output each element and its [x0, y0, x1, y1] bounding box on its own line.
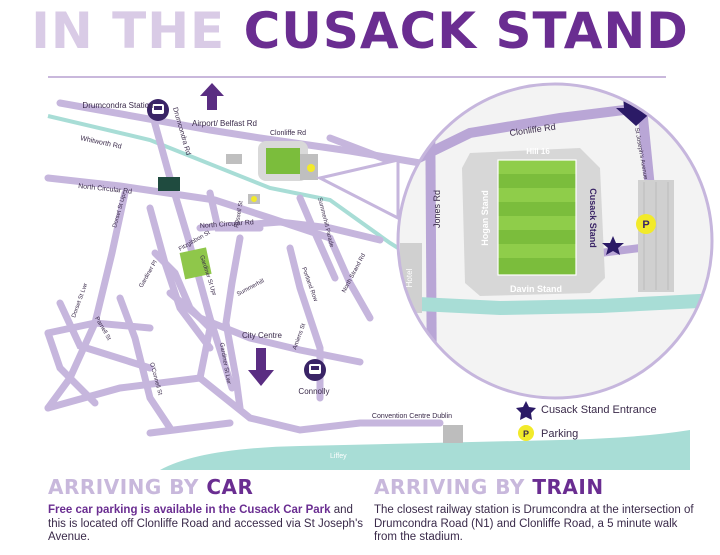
- label-dorset-lwr: Dorset St Lwr: [71, 282, 89, 318]
- car-heading: ARRIVING BY CAR: [48, 475, 254, 499]
- label-zoom-davin: Davin Stand: [510, 284, 562, 294]
- river-liffey: [160, 430, 690, 470]
- convention-centre-building: [443, 425, 463, 443]
- label-zoom-hotel: Hotel: [405, 268, 414, 287]
- train-text: The closest railway station is Drumcondr…: [374, 504, 694, 543]
- label-north-circular-2: North Circular Rd: [200, 219, 255, 230]
- parking-legend-icon: [518, 425, 534, 441]
- stadium-zoom-circle: [398, 84, 712, 398]
- zoom-callout-pointer: [315, 158, 400, 221]
- page-title: IN THE CUSACK STAND: [0, 0, 720, 62]
- title-divider: [48, 76, 666, 78]
- label-airport: Airport/ Belfast Rd: [192, 119, 257, 128]
- label-convention-centre: Convention Centre Dublin: [372, 413, 452, 420]
- train-section: ARRIVING BY TRAIN The closest railway st…: [374, 474, 694, 545]
- label-clonliffe-small: Clonliffe Rd: [270, 130, 306, 137]
- label-zoom-hill16: Hill 16: [526, 147, 550, 156]
- label-whitworth: Whitworth Rd: [80, 135, 123, 151]
- small-stadium-icon: [226, 141, 318, 204]
- park-area: [179, 247, 212, 280]
- label-city-centre: City Centre: [242, 331, 283, 340]
- legend-parking-letter: P: [523, 429, 529, 439]
- label-connolly: Connolly: [298, 387, 329, 396]
- location-map: Drumcondra Station Airport/ Belfast Rd W…: [44, 82, 714, 470]
- road-network: [44, 99, 444, 437]
- train-station-icon: [147, 99, 169, 121]
- arrow-down-icon: [248, 348, 274, 386]
- label-gardiner-pl: Gardiner Pl: [139, 260, 159, 289]
- label-liffey: Liffey: [330, 453, 347, 460]
- car-text: Free car parking is available in the Cus…: [48, 504, 364, 543]
- train-station-icon-connolly: [304, 359, 326, 381]
- arrow-up-icon: [200, 83, 224, 110]
- title-light: IN THE: [31, 2, 244, 60]
- title-dark: CUSACK STAND: [243, 2, 689, 60]
- label-russell: Russell St: [234, 200, 245, 228]
- legend-parking-label: Parking: [541, 428, 578, 440]
- entrance-star-icon: [516, 401, 536, 420]
- legend-entrance-label: Cusack Stand Entrance: [541, 404, 657, 416]
- car-section: ARRIVING BY CAR Free car parking is avai…: [48, 474, 368, 545]
- label-zoom-cusack: Cusack Stand: [588, 188, 598, 248]
- label-zoom-parking: P: [642, 219, 649, 231]
- label-summerhill: Summerhill: [236, 278, 265, 297]
- zoom-circle-border: [396, 82, 714, 400]
- train-heading: ARRIVING BY TRAIN: [374, 475, 604, 499]
- label-drumcondra-station: Drumcondra Station: [82, 101, 153, 110]
- label-zoom-hogan: Hogan Stand: [480, 190, 490, 246]
- bus-logo-icon: [158, 177, 180, 191]
- label-zoom-jones: Jones Rd: [432, 190, 442, 228]
